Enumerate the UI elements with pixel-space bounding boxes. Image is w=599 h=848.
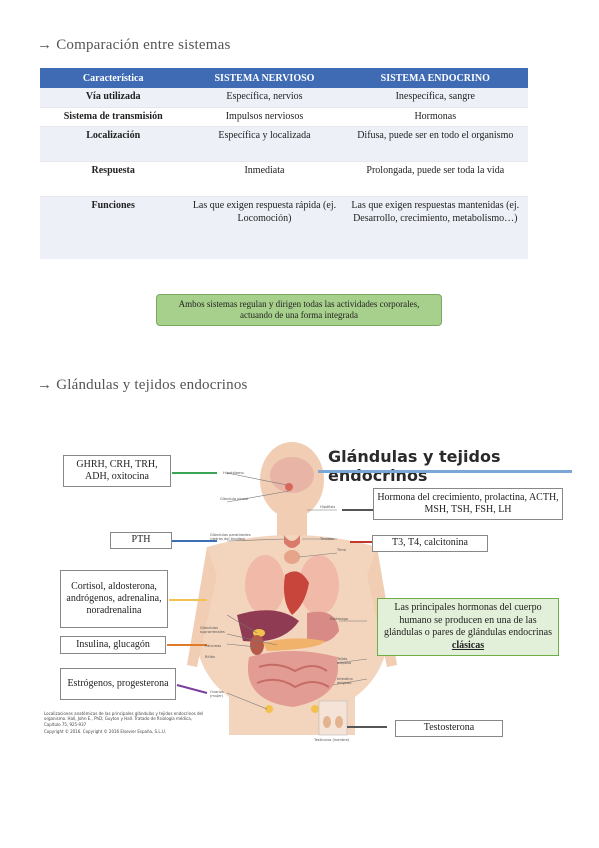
thyroid-hormones-box: T3, T4, calcitonina (372, 535, 488, 552)
label-intestine: Intestino delgado (337, 677, 353, 685)
label-thymus: Timo (337, 548, 346, 552)
thymus-shape (284, 550, 300, 564)
pancreas-shape (263, 638, 325, 651)
table-cell: Vía utilizada (40, 88, 187, 108)
testis-right-shape (335, 716, 343, 728)
figure-copyright: Copyright © 2016. Copyright © 2016 Elsev… (44, 729, 167, 734)
summary-note: Ambos sistemas regulan y dirigen todas l… (156, 294, 442, 326)
testis-hormones-box: Testosterona (395, 720, 503, 737)
table-cell: Respuesta (40, 161, 187, 197)
table-row: Respuesta Inmediata Prolongada, puede se… (40, 161, 528, 197)
table-cell: Inespecífica, sangre (342, 88, 528, 108)
table-cell: Prolongada, puede ser toda la vida (342, 161, 528, 197)
adrenal-shape (253, 629, 265, 637)
column-header: Característica (40, 68, 187, 88)
table-cell: Funciones (40, 196, 187, 259)
parathyroid-hormones-box: PTH (110, 532, 172, 549)
arrow-icon: → (37, 377, 53, 393)
table-row: Vía utilizada Específica, nervios Inespe… (40, 88, 528, 108)
stomach-shape (307, 611, 339, 643)
heart-shape (283, 571, 309, 615)
table-cell: Inmediata (186, 161, 343, 197)
figure-citation: Localizaciones anatómicas de las princip… (44, 711, 204, 727)
label-kidney: Riñón (205, 655, 216, 659)
ovary-right-shape (311, 705, 319, 713)
label-stomach: Estómago (330, 617, 348, 621)
table-cell: Localización (40, 126, 187, 162)
endocrine-body-illustration (167, 442, 397, 736)
thyroid-shape (284, 535, 300, 548)
table-row: Localización Específica y localizada Dif… (40, 126, 528, 162)
ovary-hormones-box: Estrógenos, progesterona (60, 668, 176, 700)
ovary-left-shape (265, 705, 273, 713)
callout-emphasis: clásicas (451, 639, 485, 651)
pancreas-hormones-box: Insulina, glucagón (60, 636, 166, 654)
intestine-loops-shape (256, 663, 330, 689)
table-cell: Específica y localizada (186, 126, 343, 162)
label-testes: Testículos (hombre) (314, 738, 350, 742)
table-cell: Las que exigen respuesta rápida (ej. Loc… (186, 196, 343, 259)
kidney-shape (250, 635, 264, 655)
arrow-icon: → (37, 37, 53, 53)
body-silhouette (187, 442, 397, 735)
column-header: SISTEMA ENDOCRINO (342, 68, 528, 88)
table-cell: Las que exigen respuestas mantenidas (ej… (342, 196, 528, 259)
testes-inset (318, 700, 348, 736)
figure-title: Glándulas y tejidos endocrinos (328, 447, 501, 485)
column-header: SISTEMA NERVIOSO (186, 68, 343, 88)
table-cell: Sistema de transmisión (40, 107, 187, 127)
label-ovaries: Ovarios (mujer) (210, 690, 224, 698)
connector-lines (167, 472, 387, 728)
label-adrenal: Glándulas suprarrenales (200, 626, 225, 634)
label-thyroid: Tiroides (320, 537, 335, 541)
section-heading-glands: →Glándulas y tejidos endocrinos (37, 377, 248, 394)
table-row: Funciones Las que exigen respuesta rápid… (40, 196, 528, 259)
leader-lines (226, 472, 368, 710)
pituitary-hormones-box: Hormona del crecimiento, prolactina, ACT… (373, 488, 563, 520)
classic-glands-callout: Las principales hormonas del cuerpo huma… (377, 598, 559, 656)
testis-left-shape (323, 716, 331, 728)
label-pancreas: Páncreas (205, 644, 222, 648)
label-pineal: Glándula pineal (220, 497, 249, 501)
label-pituitary: Hipófisis (320, 505, 336, 509)
section-heading-comparison: →Comparación entre sistemas (37, 37, 231, 54)
liver-shape (237, 610, 299, 642)
section-title: Comparación entre sistemas (56, 37, 231, 53)
table-header-row: Característica SISTEMA NERVIOSO SISTEMA … (40, 68, 528, 88)
figure-title-rule (318, 470, 572, 473)
callout-text: Las principales hormonas del cuerpo huma… (383, 602, 552, 638)
table-cell: Específica, nervios (186, 88, 343, 108)
label-parathyroid: Glándulas paratiroides (detrás del tiroi… (210, 533, 251, 541)
comparison-table: Característica SISTEMA NERVIOSO SISTEMA … (40, 68, 528, 259)
table-cell: Difusa, puede ser en todo el organismo (342, 126, 528, 162)
section-title: Glándulas y tejidos endocrinos (56, 377, 248, 393)
label-adipose: Tejido adiposo (337, 657, 352, 665)
lung-right-shape (299, 555, 339, 615)
table-cell: Impulsos nerviosos (186, 107, 343, 127)
adrenal-hormones-box: Cortisol, aldosterona, andrógenos, adren… (60, 570, 168, 628)
hypothalamus-hormones-box: GHRH, CRH, TRH, ADH, oxitocina (63, 455, 171, 487)
lung-left-shape (245, 555, 285, 615)
hypothalamus-shape (285, 483, 293, 491)
table-row: Sistema de transmisión Impulsos nervioso… (40, 107, 528, 127)
table-cell: Hormonas (342, 107, 528, 127)
label-hypothalamus: Hipotálamo (223, 471, 244, 475)
